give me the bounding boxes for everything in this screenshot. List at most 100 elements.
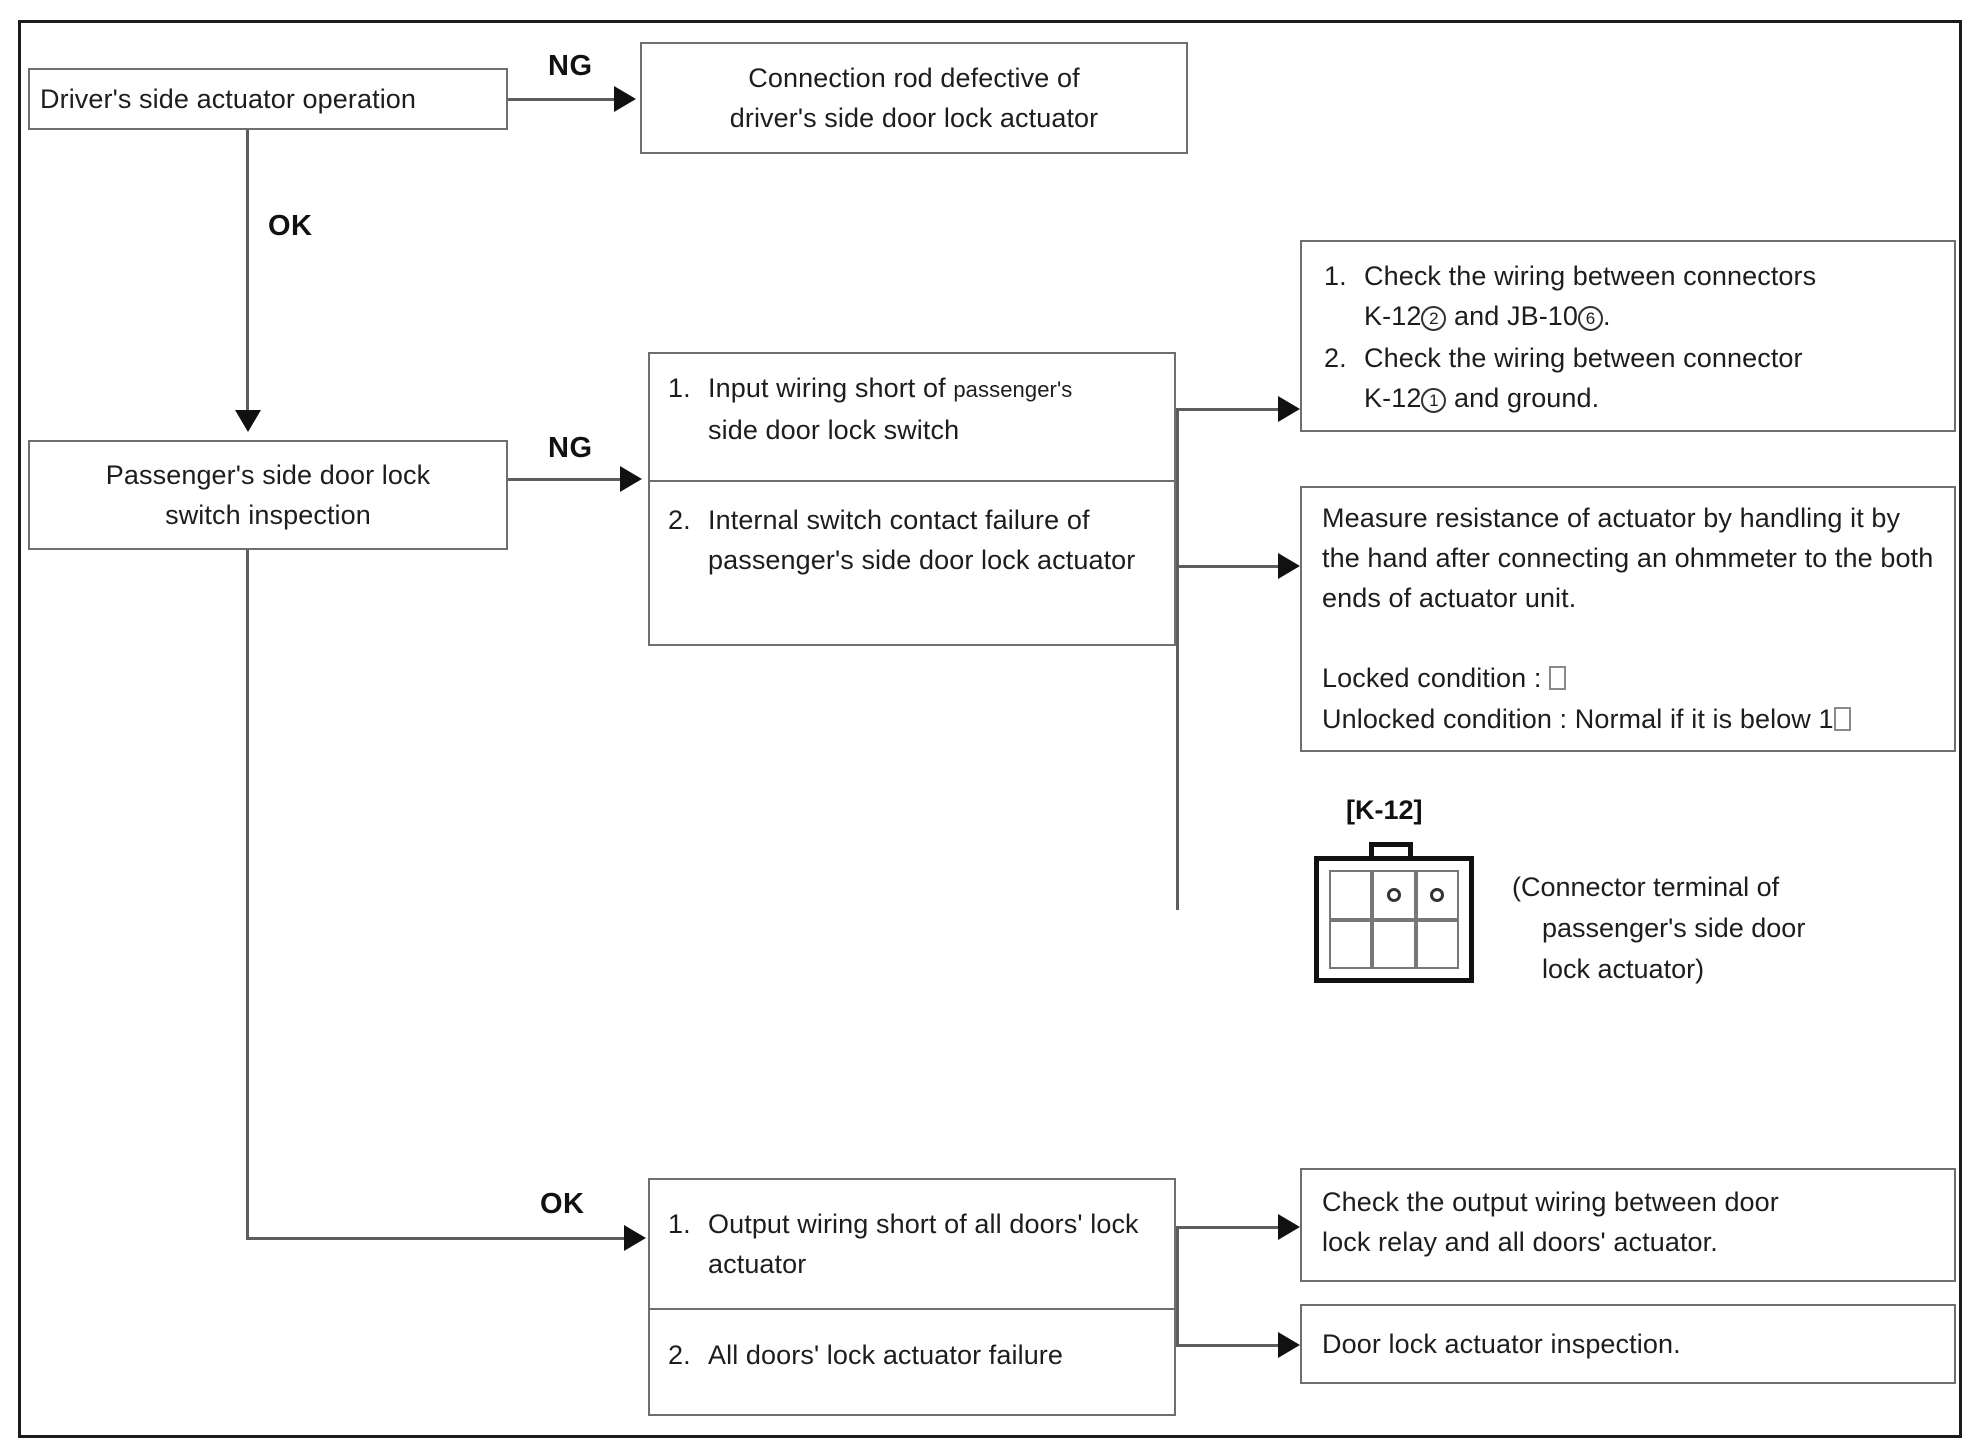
edge-line-ng-mid <box>508 478 624 481</box>
ng-cause-item-2-number: 2. <box>668 505 691 535</box>
node-connection-rod-line1: Connection rod defective of <box>748 63 1080 93</box>
output-wiring-check-text: Check the output wiring between door loc… <box>1322 1182 1942 1262</box>
ok-cause-item-2-number: 2. <box>668 1340 691 1370</box>
connector-housing-icon <box>1314 856 1474 983</box>
ok-cause-item-1: 1. Output wiring short of all doors' loc… <box>668 1204 1160 1284</box>
edge-label-ok-bottom: OK <box>540 1188 585 1220</box>
edge-line-to-resistance <box>1176 565 1282 568</box>
ng-cause-item-2-text: Internal switch contact failure of passe… <box>708 505 1136 575</box>
connector-tab-icon <box>1369 842 1413 858</box>
edge-arrow-ok-bottom <box>624 1225 646 1251</box>
edge-line-ok-bottom-vert <box>246 550 249 1240</box>
node-door-lock-actuator-inspection: Door lock actuator inspection. <box>1300 1304 1956 1384</box>
measure-resistance-locked-label: Locked condition : <box>1322 663 1550 693</box>
wiring-check-item-2: 2. Check the wiring between connector K-… <box>1324 338 1942 418</box>
edge-line-ok-bottom-horiz <box>246 1237 628 1240</box>
wiring-check-item-1: 1. Check the wiring between connectors K… <box>1324 256 1942 336</box>
wiring-check-item-2-connector-a: K-12 <box>1364 383 1422 413</box>
ng-cause-divider <box>650 480 1174 482</box>
ng-cause-item-2: 2. Internal switch contact failure of pa… <box>668 500 1156 640</box>
k-12-connector-title: [K-12] <box>1346 795 1423 825</box>
edge-arrow-ng-mid <box>620 466 642 492</box>
edge-label-ok-down: OK <box>268 210 313 242</box>
wiring-check-item-2-mid: and ground. <box>1446 383 1600 413</box>
edge-line-to-wiring-checks <box>1176 408 1282 411</box>
wiring-check-item-1-post: . <box>1603 301 1611 331</box>
wiring-check-item-1-mid: and JB-10 <box>1446 301 1579 331</box>
edge-line-ok-branch-vert <box>1176 1226 1179 1346</box>
edge-label-ng-mid: NG <box>548 432 593 464</box>
measure-resistance-locked: Locked condition : <box>1322 658 1940 698</box>
measure-resistance-unlocked: Unlocked condition : Normal if it is bel… <box>1322 699 1948 739</box>
measure-resistance-unlocked-value <box>1833 707 1851 731</box>
edge-line-to-actuator-inspection <box>1176 1344 1282 1347</box>
connector-caption-line3: lock actuator) <box>1542 954 1705 984</box>
connector-cell-4 <box>1372 919 1416 969</box>
ng-cause-item-1-line2: side door lock switch <box>708 415 960 445</box>
connector-cell-1 <box>1372 870 1416 920</box>
edge-label-ng-top: NG <box>548 50 593 82</box>
output-wiring-check-line2: lock relay and all doors' actuator. <box>1322 1227 1718 1257</box>
node-measure-resistance: Measure resistance of actuator by handli… <box>1300 486 1956 752</box>
connector-caption-line2: passenger's side door <box>1542 913 1806 943</box>
node-passenger-switch-inspection: Passenger's side door lock switch inspec… <box>28 440 508 550</box>
connector-cell-0 <box>1329 870 1373 920</box>
door-lock-actuator-inspection-text: Door lock actuator inspection. <box>1322 1329 1681 1359</box>
ok-cause-item-1-number: 1. <box>668 1209 691 1239</box>
ng-cause-item-1-main: Input wiring short of <box>708 373 954 403</box>
wiring-check-item-2-line1: Check the wiring between connector <box>1364 343 1803 373</box>
wiring-check-item-1-line1: Check the wiring between connectors <box>1364 261 1817 291</box>
connector-pin-grid <box>1329 870 1459 969</box>
edge-arrow-to-wiring-checks <box>1278 396 1300 422</box>
connector-caption: (Connector terminal of passenger's side … <box>1512 867 1942 990</box>
connector-caption-line1: (Connector terminal of <box>1512 872 1780 902</box>
ng-cause-item-1: 1. Input wiring short of passenger's sid… <box>668 368 1164 480</box>
node-driver-actuator-label: Driver's side actuator operation <box>40 84 417 114</box>
edge-arrow-to-actuator-inspection <box>1278 1332 1300 1358</box>
node-output-wiring-check: Check the output wiring between door loc… <box>1300 1168 1956 1282</box>
wiring-check-item-1-pin-b: 6 <box>1578 306 1604 331</box>
wiring-check-item-2-pin-a: 1 <box>1421 388 1447 413</box>
ng-cause-item-1-line1: Input wiring short of passenger's <box>708 368 1164 410</box>
edge-line-ng-top <box>508 98 618 101</box>
measure-resistance-unlocked-label: Unlocked condition : Normal if it is bel… <box>1322 704 1834 734</box>
ok-cause-item-1-text: Output wiring short of all doors' lock a… <box>708 1209 1139 1279</box>
node-connection-rod-text: Connection rod defective of driver's sid… <box>642 44 1186 152</box>
edge-arrow-ng-top <box>614 86 636 112</box>
node-passenger-switch-line2: switch inspection <box>165 500 371 530</box>
edge-line-to-output-wiring <box>1176 1226 1282 1229</box>
wiring-check-item-1-number: 1. <box>1324 261 1347 291</box>
node-connection-rod-defective: Connection rod defective of driver's sid… <box>640 42 1188 154</box>
connector-pin-icon-2 <box>1430 887 1445 902</box>
edge-arrow-to-output-wiring <box>1278 1214 1300 1240</box>
ng-cause-item-1-number: 1. <box>668 373 691 403</box>
output-wiring-check-line1: Check the output wiring between door <box>1322 1187 1779 1217</box>
edge-arrow-to-resistance <box>1278 553 1300 579</box>
node-ok-cause-list: 1. Output wiring short of all doors' loc… <box>648 1178 1176 1416</box>
edge-arrow-ok-down <box>235 410 261 432</box>
node-connection-rod-line2: driver's side door lock actuator <box>729 103 1099 133</box>
node-ng-cause-list: 1. Input wiring short of passenger's sid… <box>648 352 1176 646</box>
measure-resistance-locked-value <box>1549 666 1567 690</box>
measure-resistance-paragraph: Measure resistance of actuator by handli… <box>1322 503 1934 613</box>
k-12-connector-figure: [K-12] (Connector terminal of passenger'… <box>1300 795 1960 1010</box>
connector-cell-2 <box>1415 870 1459 920</box>
wiring-check-item-1-connector-a: K-12 <box>1364 301 1422 331</box>
edge-line-ng-branch-vert <box>1176 408 1179 910</box>
node-wiring-check-list: 1. Check the wiring between connectors K… <box>1300 240 1956 432</box>
node-driver-actuator-operation: Driver's side actuator operation <box>28 68 508 130</box>
connector-cell-5 <box>1415 919 1459 969</box>
node-passenger-switch-line1: Passenger's side door lock <box>105 460 431 490</box>
ok-cause-item-2-text: All doors' lock actuator failure <box>708 1340 1064 1370</box>
ng-cause-item-1-small: passenger's <box>953 377 1073 402</box>
edge-line-ok-down <box>246 130 249 412</box>
connector-cell-3 <box>1329 919 1373 969</box>
node-passenger-switch-text: Passenger's side door lock switch inspec… <box>30 442 506 548</box>
connector-pin-icon-1 <box>1386 887 1401 902</box>
wiring-check-item-2-number: 2. <box>1324 343 1347 373</box>
wiring-check-item-1-pin-a: 2 <box>1421 306 1447 331</box>
ok-cause-divider <box>650 1308 1174 1310</box>
